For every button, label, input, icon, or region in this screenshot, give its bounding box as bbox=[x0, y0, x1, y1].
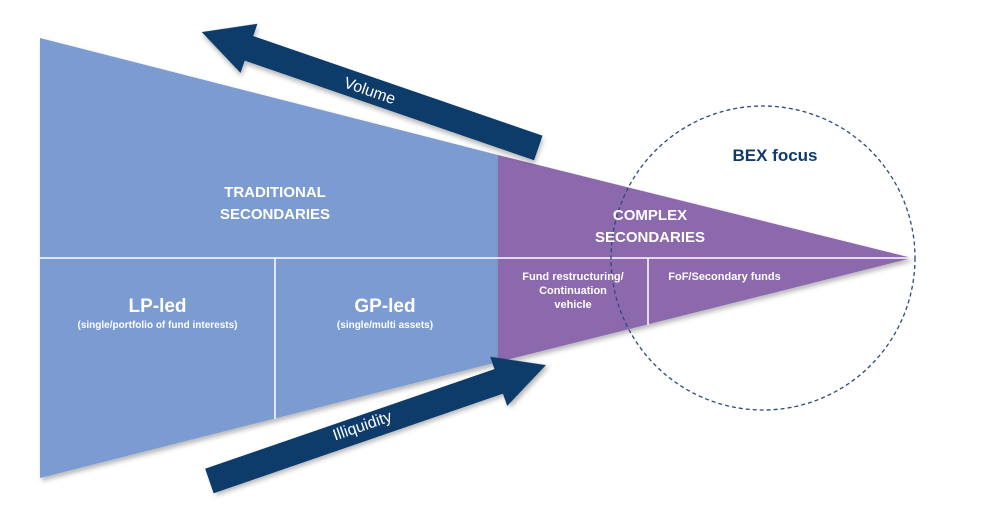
gp-led-title: GP-led bbox=[354, 296, 416, 317]
illiquidity-arrow bbox=[205, 356, 546, 494]
fund-restructuring-line1: Fund restructuring/ bbox=[522, 271, 624, 283]
complex-secondaries-title: COMPLEX SECONDARIES bbox=[550, 205, 750, 249]
bex-focus-circle bbox=[610, 105, 916, 411]
fof-secondary-funds-label: FoF/Secondary funds bbox=[652, 270, 797, 284]
lp-led-label: LP-led (single/portfolio of fund interes… bbox=[50, 296, 265, 331]
fund-restructuring-label: Fund restructuring/ Continuation vehicle bbox=[503, 270, 643, 312]
fund-restructuring-line2: Continuation bbox=[539, 285, 607, 297]
bex-focus-text: BEX focus bbox=[732, 146, 818, 165]
bex-focus-label: BEX focus bbox=[700, 146, 850, 166]
complex-title-line2: SECONDARIES bbox=[594, 229, 706, 246]
complex-title-line1: COMPLEX bbox=[612, 207, 688, 224]
fund-restructuring-line3: vehicle bbox=[554, 299, 592, 311]
gp-led-subtitle: (single/multi assets) bbox=[336, 320, 434, 331]
lp-led-title: LP-led bbox=[128, 296, 187, 317]
gp-led-label: GP-led (single/multi assets) bbox=[280, 296, 490, 331]
lp-led-subtitle: (single/portfolio of fund interests) bbox=[77, 320, 238, 331]
traditional-title-line1: TRADITIONAL bbox=[224, 184, 326, 201]
volume-arrow bbox=[201, 23, 543, 161]
traditional-title-line2: SECONDARIES bbox=[219, 206, 331, 223]
fof-secondary-funds-text: FoF/Secondary funds bbox=[668, 271, 781, 283]
traditional-secondaries-title: TRADITIONAL SECONDARIES bbox=[170, 182, 380, 226]
